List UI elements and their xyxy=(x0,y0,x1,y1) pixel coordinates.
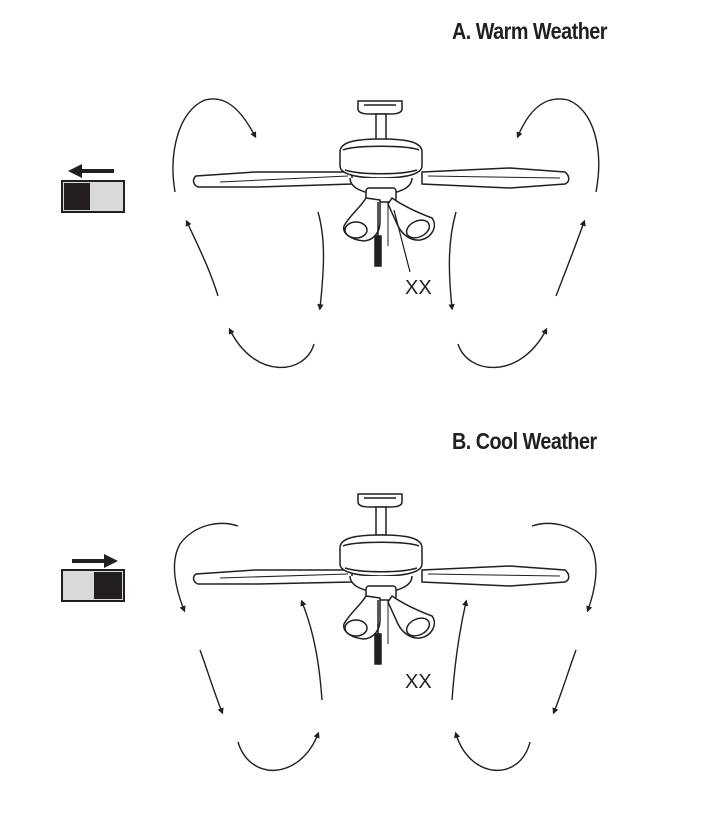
ceiling-fan-icon xyxy=(192,493,570,665)
airflow-arrow-icon xyxy=(172,98,600,369)
direction-switch-icon xyxy=(61,164,125,213)
panel-title-warm: A. Warm Weather xyxy=(452,18,607,44)
arrow-left-icon-head xyxy=(68,164,82,178)
ceiling-fan-icon xyxy=(192,100,570,273)
cool-weather-panel: B. Cool Weather xyxy=(0,412,702,825)
airflow-arrow-icon xyxy=(173,522,597,771)
switch-knob xyxy=(94,572,122,599)
warm-weather-panel: A. Warm Weather xyxy=(0,0,702,412)
arrow-right-icon-head xyxy=(104,554,118,568)
panel-title-cool: B. Cool Weather xyxy=(452,428,597,454)
warm-weather-diagram: XX xyxy=(61,98,600,369)
component-label: XX xyxy=(405,671,432,693)
switch-knob xyxy=(64,183,90,210)
direction-switch-icon xyxy=(61,554,125,602)
cool-weather-diagram: XX xyxy=(61,493,597,771)
component-label: XX xyxy=(405,277,432,299)
